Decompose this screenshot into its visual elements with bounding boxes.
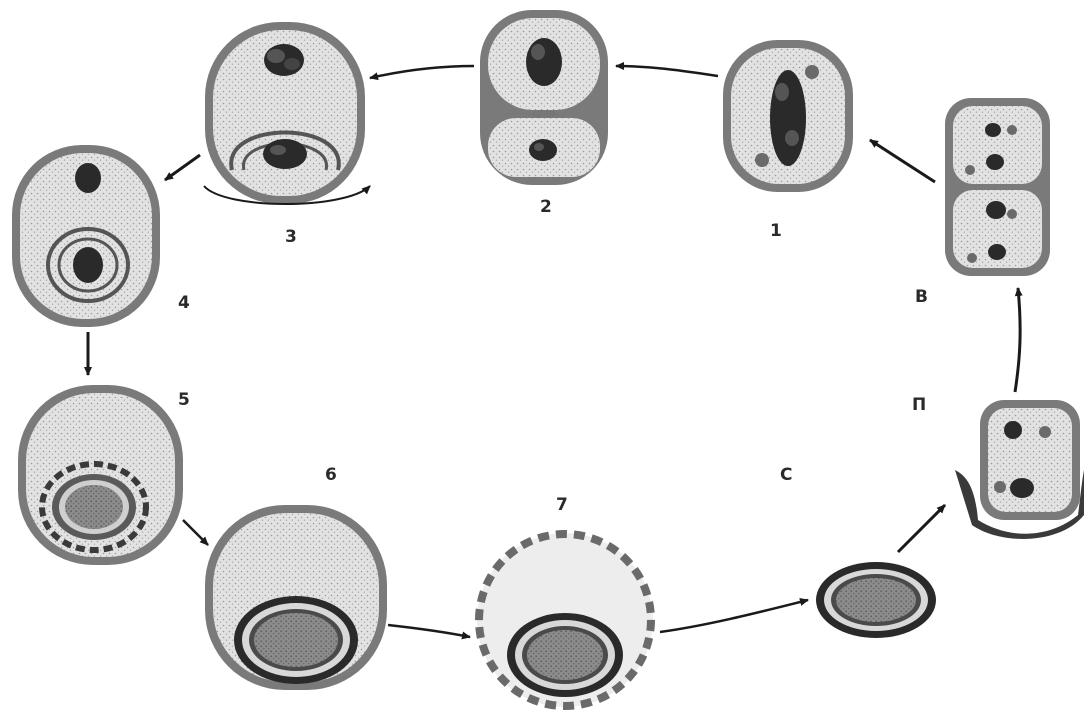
arrow-3-to-4: [164, 153, 201, 182]
arrow-П-to-B: [1013, 287, 1023, 393]
arrow-2-to-3: [369, 64, 475, 81]
cycle-arrows: [84, 62, 1023, 640]
label-B: B: [915, 287, 928, 307]
arrow-6-to-7: [387, 623, 471, 640]
nucleoid: [770, 70, 806, 166]
nucleoid: [264, 44, 304, 76]
released-spore: [507, 613, 623, 697]
cell-6: [205, 505, 387, 690]
nucleoid-bottom: [529, 139, 557, 161]
label-C: C: [780, 465, 792, 485]
arrow-5-to-6: [182, 519, 209, 546]
free-spore-C: [816, 562, 936, 638]
arrow-B-to-1: [869, 138, 936, 184]
arrow-1-to-2: [615, 62, 719, 78]
label-5: 5: [178, 390, 190, 410]
mature-spore: [234, 596, 358, 684]
nucleoid-top: [526, 38, 562, 86]
cell-1: [723, 40, 853, 192]
arrow-7-to-C: [659, 598, 809, 634]
cell-5: [18, 385, 183, 565]
cell-4: [12, 145, 160, 327]
stage-labels: 1 2 3 4 5 6 7 B П C: [178, 197, 928, 515]
spore-forming: [39, 461, 149, 553]
label-3: 3: [285, 227, 297, 247]
cell-germinating: [955, 400, 1084, 539]
label-4: 4: [178, 293, 190, 313]
cell-B: [945, 98, 1050, 276]
cell-7: [475, 530, 655, 710]
label-1: 1: [770, 221, 782, 241]
label-7: 7: [556, 495, 568, 515]
forespore: [229, 130, 341, 171]
arrow-C-to-П: [896, 503, 947, 554]
label-6: 6: [325, 465, 337, 485]
label-2: 2: [540, 197, 552, 217]
label-П: П: [912, 395, 926, 415]
cell-3: [203, 22, 371, 205]
forespore: [46, 227, 130, 303]
cell-2: [480, 10, 608, 185]
